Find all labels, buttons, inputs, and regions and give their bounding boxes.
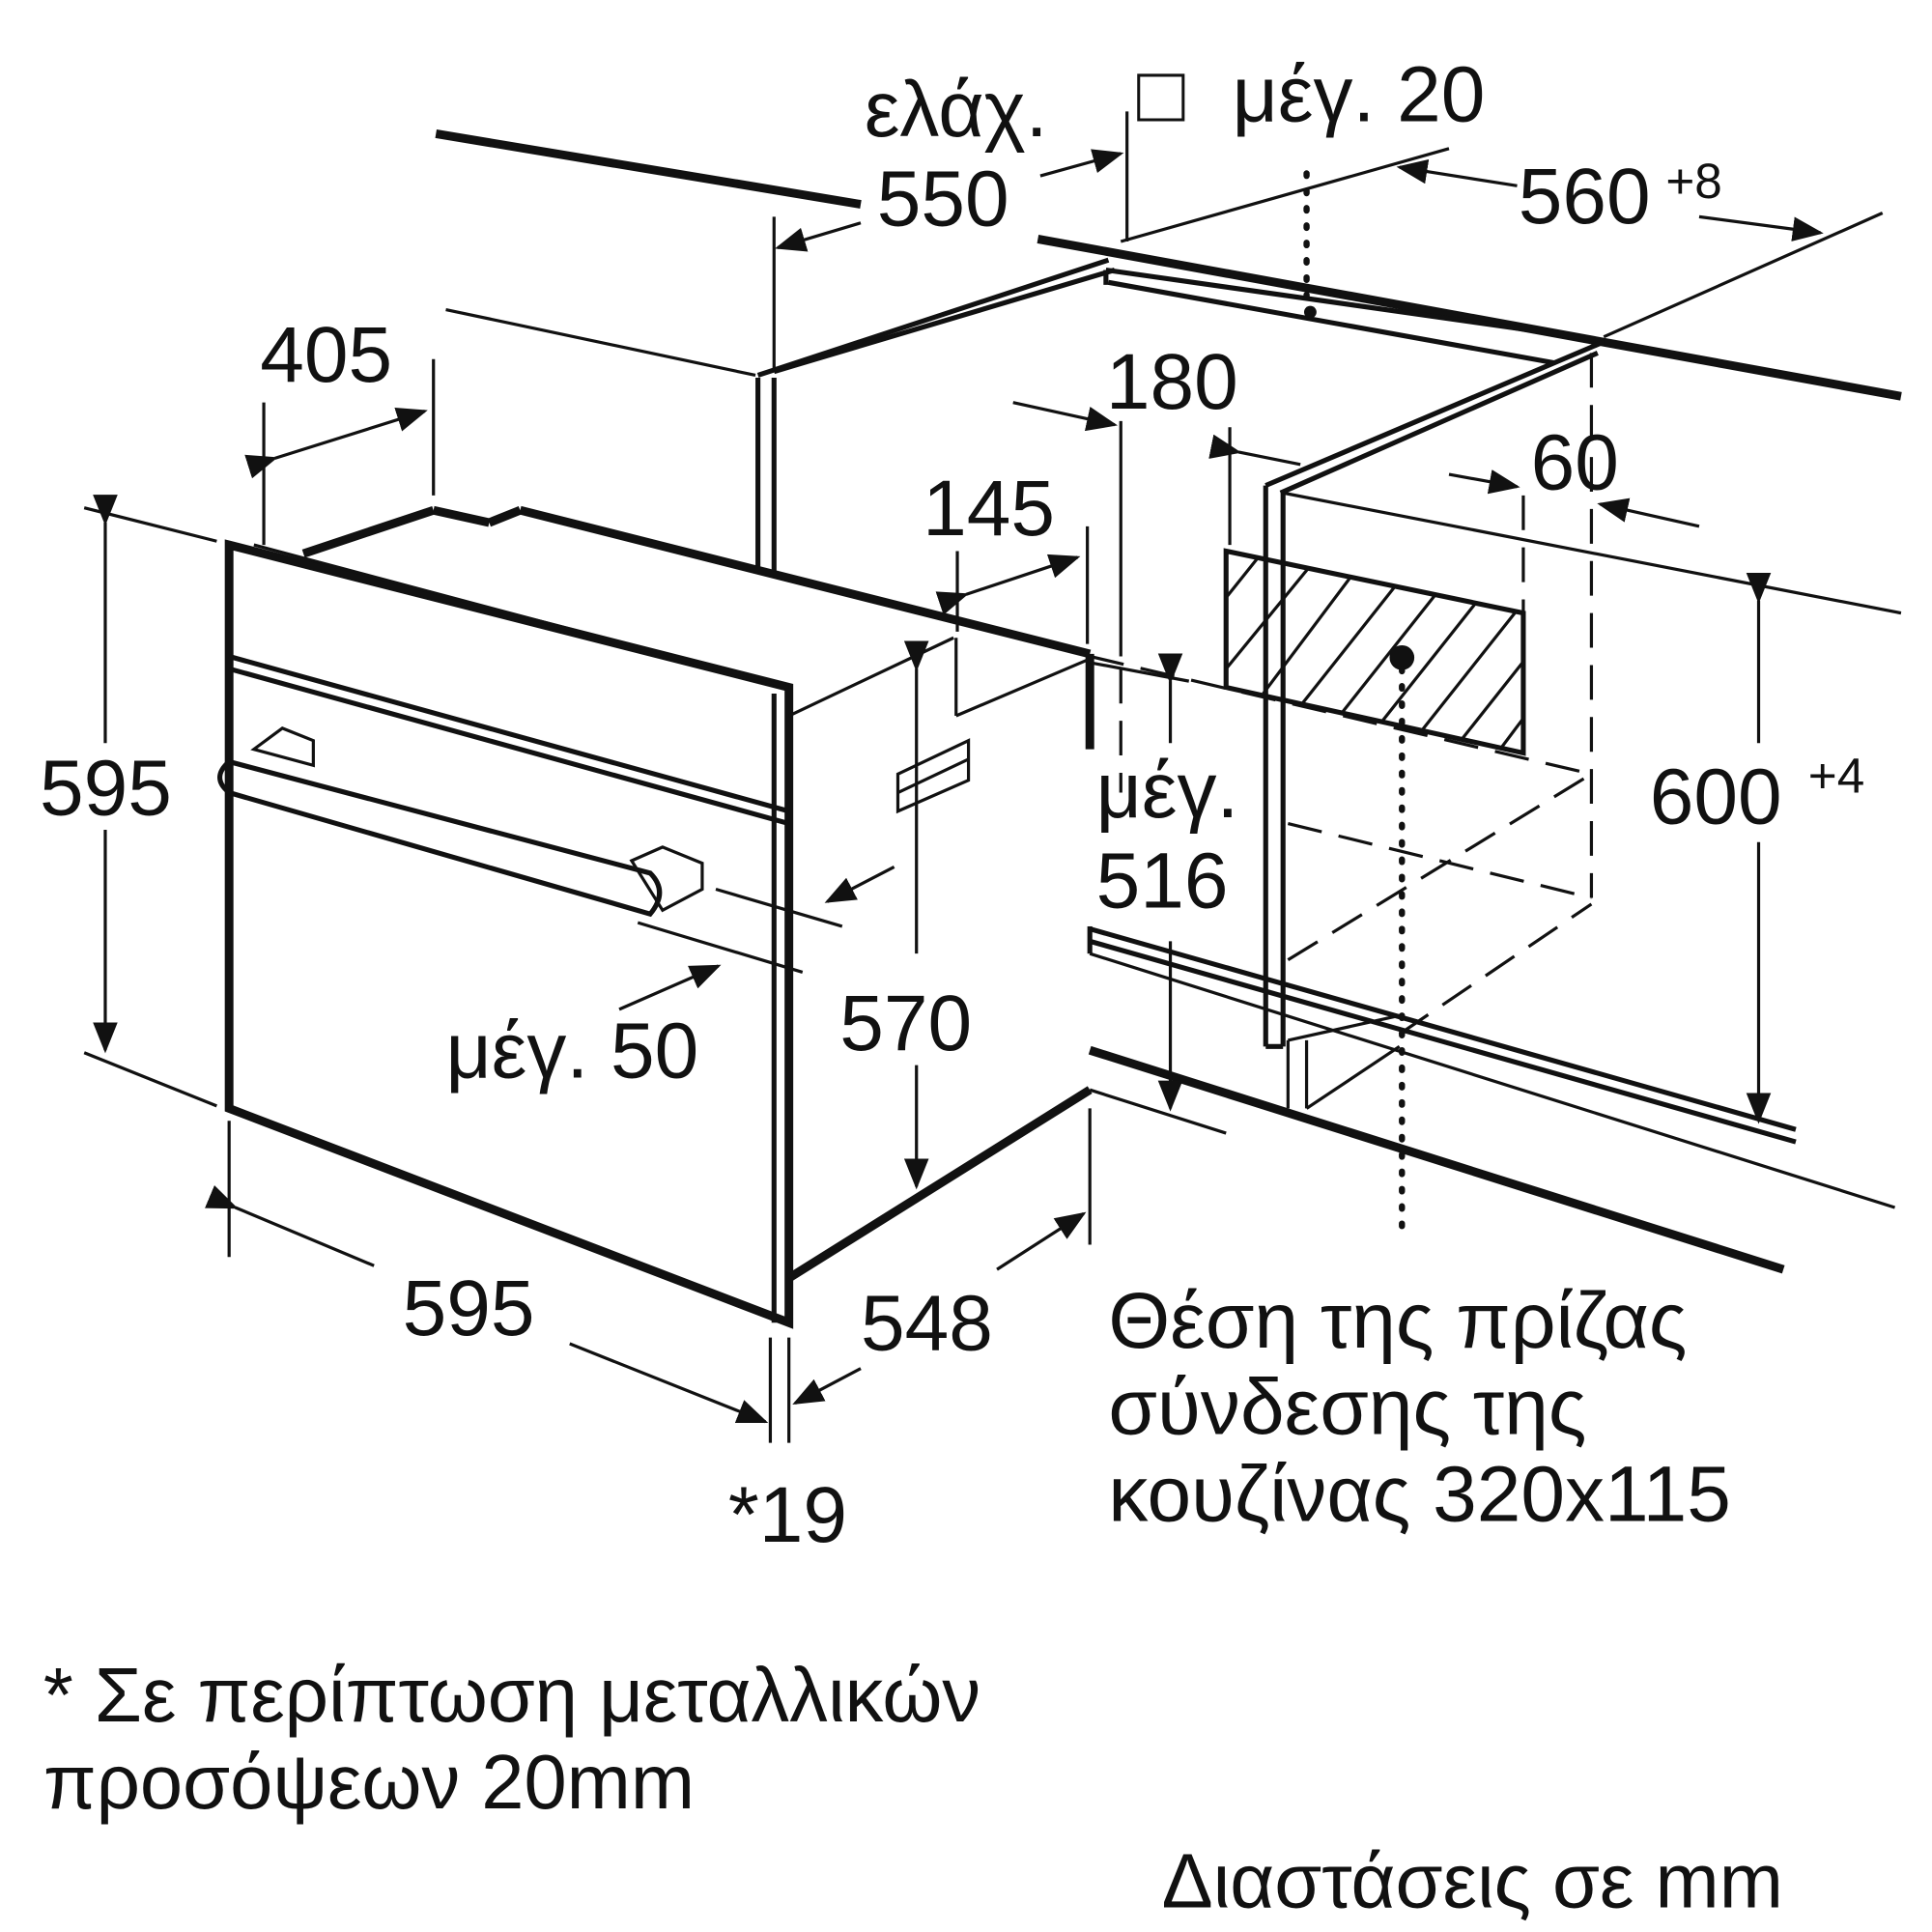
dim-405: 405 [260, 311, 392, 399]
dim-570: 570 [839, 980, 972, 1067]
dim-595-height: 595 [40, 745, 172, 833]
dim-max-20: μέγ. 20 [1233, 51, 1486, 139]
max-label: μέγ. [1096, 747, 1239, 835]
units-note: Διαστάσεις σε mm [1162, 1837, 1783, 1923]
dim-560: 560 [1519, 153, 1651, 241]
dim-min-550: 550 [877, 155, 1009, 242]
socket-note-line3: κουζίνας 320x115 [1108, 1450, 1730, 1538]
dim-60: 60 [1531, 418, 1619, 506]
footnote-line1: * Σε περίπτωση μεταλλικών [43, 1652, 980, 1738]
cabinet-drawing [435, 129, 1902, 1274]
dim-516: 516 [1096, 838, 1229, 925]
dim-145: 145 [923, 465, 1055, 553]
min-label: ελάχ. [865, 66, 1048, 154]
dim-star-19: *19 [728, 1471, 847, 1559]
dim-560-tolerance: +8 [1665, 154, 1721, 209]
socket-note-line2: σύνδεσης της [1108, 1364, 1586, 1452]
footnote-line2: προσόψεων 20mm [43, 1739, 695, 1825]
dim-max-50: μέγ. 50 [446, 1007, 699, 1094]
socket-point [1389, 644, 1415, 670]
dim-548: 548 [861, 1279, 993, 1367]
dim-180: 180 [1106, 338, 1238, 426]
square-symbol: □ [1137, 51, 1185, 139]
dim-595-width: 595 [403, 1264, 535, 1352]
socket-area-hatch [1223, 548, 1526, 756]
socket-note-line1: Θέση της πρίζας [1108, 1277, 1687, 1365]
dim-600-tolerance: +4 [1808, 749, 1864, 804]
dim-600: 600 [1650, 753, 1782, 841]
dimension-lines [83, 111, 1824, 1443]
oven-drawing [217, 505, 1094, 1329]
